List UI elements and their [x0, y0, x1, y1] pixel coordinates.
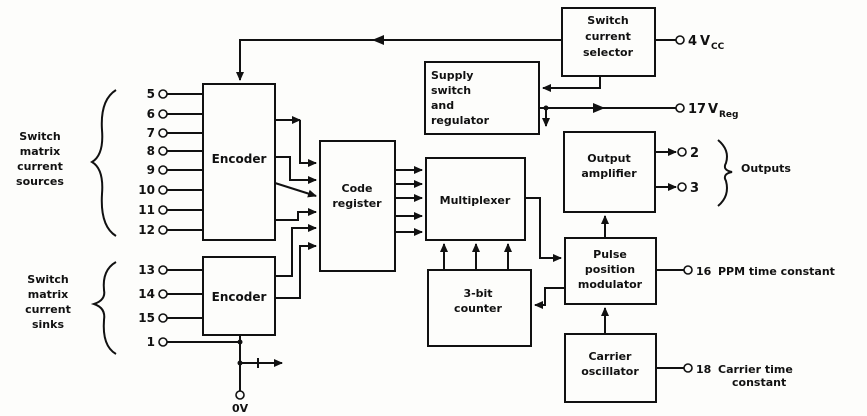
- ppm-pin-number: 16: [696, 265, 712, 278]
- supply-switch-label-4: regulator: [431, 114, 490, 127]
- carrier-oscillator-label-1: Carrier: [588, 350, 632, 363]
- switch-current-selector-label-2: current: [585, 30, 631, 43]
- vreg-pin-number: 17: [688, 102, 706, 117]
- vcc-pin-name: V: [700, 34, 710, 49]
- current-sinks-label-2: matrix: [28, 288, 68, 301]
- output-pin-2: 2: [690, 146, 699, 161]
- selector-to-encoder-wire: [236, 39, 562, 81]
- source-pin-6: 6: [147, 107, 155, 121]
- code-register-block: Code register: [319, 140, 396, 272]
- pulse-position-modulator-block: Pulse position modulator: [564, 237, 657, 305]
- source-pin-9: 9: [147, 163, 155, 177]
- connection-wires: [167, 35, 684, 391]
- encoder-bottom-label: Encoder: [212, 290, 267, 304]
- current-sinks-label-1: Switch: [27, 273, 68, 286]
- current-sources-brace: [90, 89, 117, 237]
- switch-current-selector-label-1: Switch: [587, 14, 628, 27]
- multiplexer-label: Multiplexer: [440, 194, 511, 207]
- supply-switch-label-2: switch: [431, 84, 471, 97]
- output-pin-3: 3: [690, 181, 699, 196]
- current-sinks-brace: [90, 261, 117, 355]
- current-sources-label-2: matrix: [20, 145, 60, 158]
- code-register-label-1: Code: [342, 182, 373, 195]
- current-sources-label-4: sources: [16, 175, 64, 188]
- sink-pin-15: 15: [138, 311, 155, 325]
- supply-switch-label-3: and: [431, 99, 454, 112]
- supply-switch-label-1: Supply: [431, 69, 473, 82]
- current-sinks-label-3: current: [25, 303, 71, 316]
- carrier-pin-number: 18: [696, 363, 711, 376]
- ppm-label-1: Pulse: [593, 248, 627, 261]
- pin-markers: [158, 35, 693, 400]
- source-pin-7: 7: [147, 126, 155, 140]
- selector-wire-arrowhead: [372, 35, 384, 45]
- vreg-pin-name: V: [708, 102, 718, 117]
- current-sources-label-1: Switch: [19, 130, 60, 143]
- multiplexer-block: Multiplexer: [425, 157, 526, 241]
- encoder-top-block: Encoder: [202, 83, 276, 241]
- selector-to-supply-wire: [542, 76, 601, 92]
- sink-pin-14: 14: [138, 287, 155, 301]
- code-register-label-2: register: [332, 197, 382, 210]
- outputs-brace: [717, 139, 733, 207]
- counter-block: 3-bit counter: [427, 269, 532, 347]
- ppm-pin-name: PPM time constant: [718, 265, 835, 278]
- switch-current-selector-label-3: selector: [583, 46, 634, 59]
- output-amplifier-label-2: amplifier: [581, 167, 637, 180]
- source-pin-12: 12: [138, 223, 155, 237]
- supply-switch-regulator-block: Supply switch and regulator: [424, 61, 540, 135]
- output-amplifier-label-1: Output: [587, 152, 630, 165]
- carrier-oscillator-label-2: oscillator: [581, 365, 639, 378]
- encoder-bottom-block: Encoder: [202, 256, 276, 336]
- sink-pin-13: 13: [138, 263, 155, 277]
- vreg-pin-sub: Reg: [719, 110, 738, 120]
- current-sinks-label-4: sinks: [32, 318, 64, 331]
- carrier-pin-name-2: constant: [732, 376, 786, 389]
- counter-label-2: counter: [454, 302, 502, 315]
- vcc-pin-sub: CC: [711, 42, 725, 52]
- source-pin-8: 8: [147, 144, 155, 158]
- output-amplifier-block: Output amplifier: [563, 131, 656, 213]
- source-pin-5: 5: [147, 87, 155, 101]
- carrier-oscillator-block: Carrier oscillator: [564, 333, 657, 403]
- counter-label-1: 3-bit: [463, 287, 492, 300]
- carrier-pin-name-1: Carrier time: [718, 363, 793, 376]
- source-pin-11: 11: [138, 203, 155, 217]
- encoder-top-label: Encoder: [212, 152, 267, 166]
- sink-pin-1: 1: [147, 335, 155, 349]
- ppm-label-3: modulator: [578, 278, 643, 291]
- switch-current-selector-block: Switch current selector: [561, 7, 656, 77]
- vreg-arrowhead: [593, 103, 605, 113]
- outputs-label: Outputs: [741, 162, 791, 175]
- ground-pin-label: 0V: [232, 402, 249, 415]
- vcc-pin-number: 4: [688, 34, 697, 49]
- source-pin-10: 10: [138, 183, 155, 197]
- ppm-label-2: position: [585, 263, 635, 276]
- current-sources-label-3: current: [17, 160, 63, 173]
